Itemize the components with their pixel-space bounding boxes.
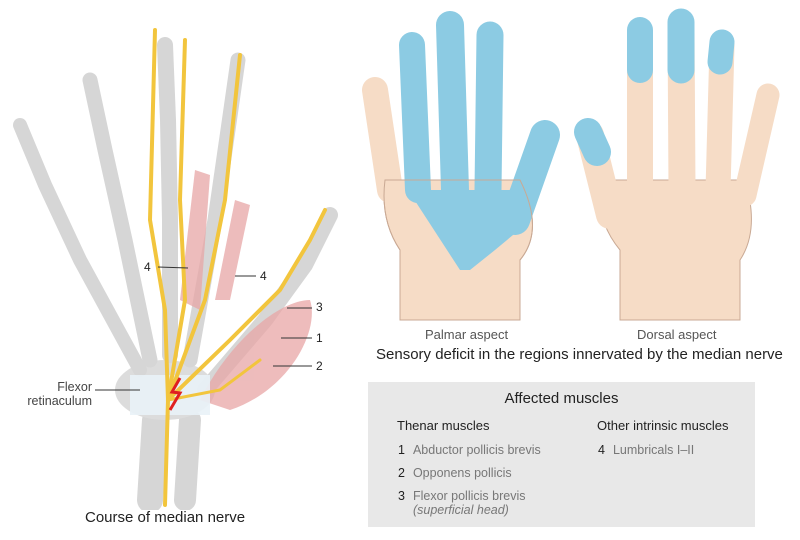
- marker-4-right: 4: [260, 269, 267, 283]
- left-caption: Course of median nerve: [85, 509, 246, 526]
- item-note: (superficial head): [412, 503, 509, 517]
- median-nerve-hand-illustration: [13, 28, 338, 510]
- marker-1: 1: [316, 331, 323, 345]
- dorsal-caption: Dorsal aspect: [637, 327, 717, 342]
- item-name-group: Flexor pollicis brevis (superficial head…: [413, 489, 526, 517]
- item-name: Opponens pollicis: [412, 466, 512, 480]
- thenar-heading: Thenar muscles: [397, 418, 490, 433]
- item-name: Abductor pollicis brevis: [412, 443, 541, 457]
- item-name: Flexor pollicis brevis: [412, 489, 526, 503]
- muscle-item: 3 Flexor pollicis brevis (superficial he…: [398, 489, 525, 517]
- muscle-item: 2 Opponens pollicis: [398, 466, 512, 480]
- item-number: 1: [398, 443, 405, 457]
- marker-3: 3: [316, 300, 323, 314]
- item-number: 2: [398, 466, 405, 480]
- muscle-item: 1 Abductor pollicis brevis: [398, 443, 541, 457]
- panel-title: Affected muscles: [504, 390, 619, 407]
- muscle-item: 4 Lumbricals I–II: [598, 443, 694, 457]
- palmar-hand: [362, 11, 560, 321]
- marker-4-left: 4: [144, 260, 151, 274]
- label-line-1: Flexor: [57, 380, 92, 394]
- item-name: Lumbricals I–II: [612, 443, 695, 457]
- item-number: 3: [398, 489, 405, 503]
- dorsal-hand: [574, 8, 780, 321]
- sensory-deficit-hands: [362, 8, 780, 321]
- label-line-2: retinaculum: [27, 394, 92, 408]
- sensory-deficit-subtitle: Sensory deficit in the regions innervate…: [376, 346, 783, 363]
- affected-muscles-panel: Affected muscles Thenar muscles Other in…: [368, 382, 755, 527]
- item-number: 4: [598, 443, 605, 457]
- flexor-retinaculum-label: Flexor retinaculum: [27, 380, 92, 408]
- other-heading: Other intrinsic muscles: [597, 418, 729, 433]
- marker-2: 2: [316, 359, 323, 373]
- palmar-caption: Palmar aspect: [425, 327, 509, 342]
